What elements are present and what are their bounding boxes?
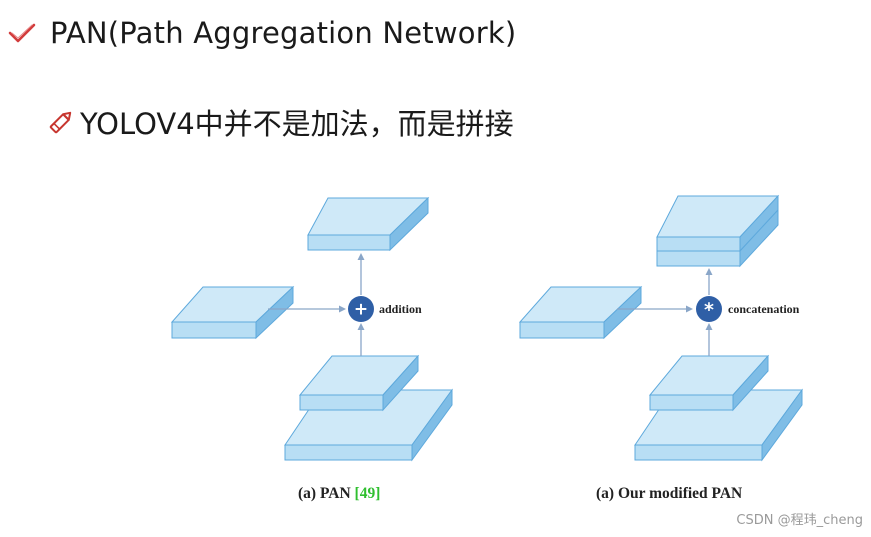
pencil-icon <box>46 107 76 137</box>
addition-label: addition <box>379 302 422 316</box>
right-caption: (a) Our modified PAN <box>596 485 742 502</box>
right-panel: * concatenation (a) Our modified PAN <box>518 194 803 502</box>
heading-text: PAN(Path Aggregation Network) <box>50 16 517 50</box>
checkmark-icon <box>8 22 36 44</box>
left-panel: + addition (a) PAN [49] <box>170 196 453 502</box>
right-input-block <box>518 285 643 340</box>
left-middle-block <box>298 354 420 412</box>
addition-symbol: + <box>354 300 368 320</box>
left-caption-ref: [49] <box>355 485 381 502</box>
concatenation-operator: * <box>696 296 722 322</box>
right-middle-block <box>648 354 770 412</box>
right-top-stack-upper-block <box>656 194 780 253</box>
right-top-stack-lower-block <box>656 208 779 268</box>
left-input-block <box>170 285 295 340</box>
right-arrows <box>617 268 713 356</box>
subheading-text: YOLOV4中并不是加法，而是拼接 <box>80 107 514 141</box>
subheading: YOLOV4中并不是加法，而是拼接 <box>46 101 514 143</box>
watermark: CSDN @程玮_cheng <box>736 513 863 528</box>
left-caption: (a) PAN [49] <box>298 485 380 502</box>
left-arrows <box>268 253 365 356</box>
addition-operator: + <box>348 296 374 322</box>
concatenation-label: concatenation <box>728 302 800 316</box>
heading: PAN(Path Aggregation Network) <box>8 16 516 50</box>
left-top-block <box>307 196 430 252</box>
left-caption-text: (a) PAN <box>298 485 355 502</box>
concatenation-symbol: * <box>704 299 714 321</box>
